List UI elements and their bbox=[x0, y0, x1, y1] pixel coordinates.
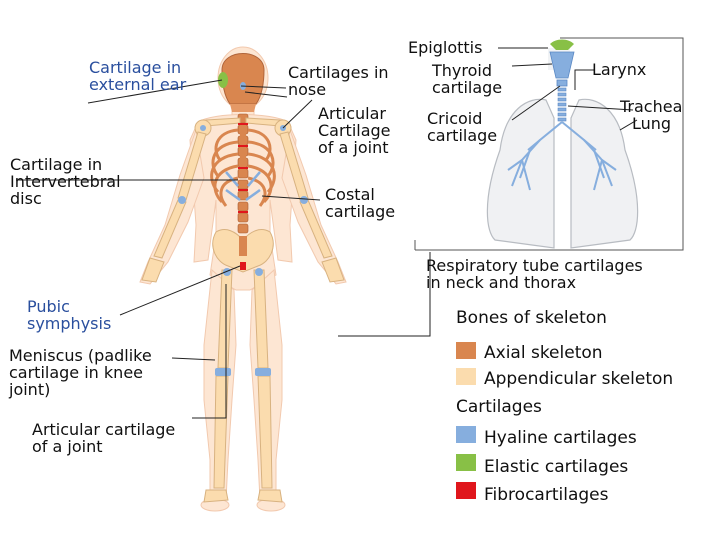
label-meniscus: Meniscus (padlike cartilage in knee join… bbox=[9, 346, 152, 399]
label-ear-cartilage: Cartilage in external ear bbox=[89, 58, 187, 94]
intervertebral-discs bbox=[238, 123, 248, 213]
ear-cartilage bbox=[218, 72, 228, 88]
trachea bbox=[557, 87, 567, 122]
bronchi bbox=[507, 121, 617, 191]
costal-cartilage bbox=[225, 171, 261, 202]
legend-swatch-appendicular bbox=[456, 368, 476, 385]
rib-cage bbox=[210, 128, 276, 207]
label-articular-cartilage-lower: Articular cartilage of a joint bbox=[32, 420, 176, 456]
respiratory-tree bbox=[414, 37, 684, 251]
label-costal-cartilage: Costal cartilage bbox=[325, 185, 396, 221]
cricoid-cartilage bbox=[556, 79, 568, 87]
label-larynx: Larynx bbox=[592, 60, 647, 79]
label-articular-cartilage-upper: Articular Cartilage of a joint bbox=[318, 104, 391, 157]
thyroid-cartilage bbox=[549, 51, 575, 79]
label-cricoid-cartilage: Cricoid cartilage bbox=[427, 109, 498, 145]
skull bbox=[221, 53, 265, 105]
label-pubic-symphysis: Pubic symphysis bbox=[27, 297, 112, 333]
legend-swatch-axial bbox=[456, 342, 476, 359]
legend-label-appendicular: Appendicular skeleton bbox=[484, 369, 674, 389]
legend-swatch-fibro bbox=[456, 482, 476, 499]
legend-label-elastic: Elastic cartilages bbox=[484, 457, 629, 477]
label-epiglottis: Epiglottis bbox=[408, 38, 483, 57]
legend-label-axial: Axial skeleton bbox=[484, 343, 603, 363]
legend-label-fibro: Fibrocartilages bbox=[484, 485, 609, 505]
skeleton bbox=[141, 53, 345, 503]
label-thyroid-cartilage: Thyroid cartilage bbox=[432, 61, 503, 97]
label-nose-cartilage: Cartilages in nose bbox=[288, 63, 389, 99]
legend-swatch-hyaline bbox=[456, 426, 476, 443]
label-lung: Lung bbox=[632, 114, 672, 133]
legend-swatch-elastic bbox=[456, 454, 476, 471]
legend-label-hyaline: Hyaline cartilages bbox=[484, 428, 637, 448]
legend-cartilages-title: Cartilages bbox=[456, 397, 542, 417]
label-trachea: Trachea bbox=[620, 97, 683, 116]
legend-bones-title: Bones of skeleton bbox=[456, 308, 607, 328]
leader-lines bbox=[16, 47, 638, 419]
epiglottis-cartilage bbox=[550, 39, 574, 50]
label-respiratory-cartilages: Respiratory tube cartilages in neck and … bbox=[426, 256, 643, 292]
right-lung bbox=[570, 98, 639, 249]
knee-meniscus bbox=[215, 368, 271, 376]
label-intervertebral-disc: Cartilage in Intervertebral disc bbox=[10, 155, 121, 208]
